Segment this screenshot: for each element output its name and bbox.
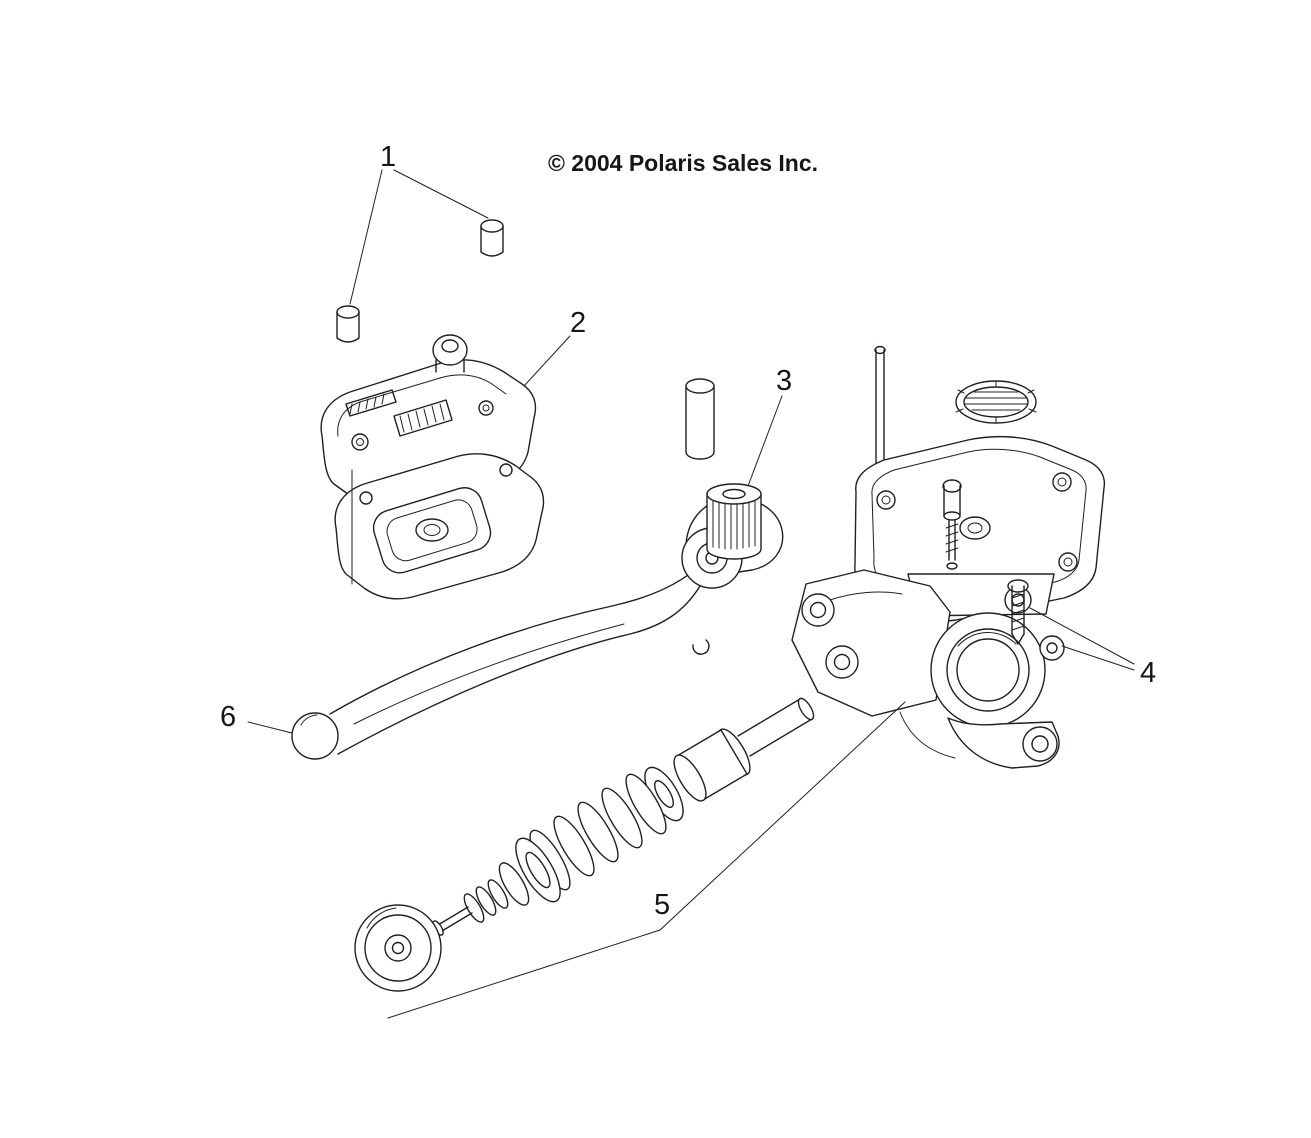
- callout-4-leader-b: [1061, 645, 1135, 671]
- bleed-needle-pin: [874, 345, 886, 471]
- callout-1-leader-a: [349, 169, 383, 305]
- callout-3-label: 3: [776, 365, 792, 397]
- mount-screw: [1007, 579, 1029, 645]
- copyright-text: © 2004 Polaris Sales Inc.: [548, 150, 818, 176]
- lever-bushing: [706, 483, 762, 560]
- pivot-dowel-pin: [685, 378, 715, 460]
- callout-2-label: 2: [570, 307, 586, 339]
- cover-label-patch: [345, 389, 397, 417]
- reservoir-cap: [955, 380, 1037, 424]
- callout-3-leader: [747, 395, 783, 487]
- callout-6-label: 6: [220, 701, 236, 733]
- callout-1-leader-b: [393, 169, 489, 219]
- piston-assembly: [354, 697, 815, 992]
- callout-2-leader: [523, 335, 571, 387]
- callout-4-leader-a: [1029, 607, 1135, 665]
- master-cylinder-body: [791, 569, 1065, 769]
- cover-nipple: [432, 334, 468, 366]
- cover-screws: [336, 219, 504, 343]
- valve-stem: [942, 479, 962, 570]
- c-clip: [692, 639, 710, 655]
- callout-1-label: 1: [380, 141, 396, 173]
- callout-6-leader: [247, 721, 293, 734]
- lever-ball: [291, 712, 339, 760]
- callout-5-leader: [387, 701, 906, 1019]
- callouts: 1 2 3 4 5 6: [220, 141, 1156, 1019]
- callout-4-label: 4: [1140, 657, 1156, 689]
- callout-5-label: 5: [654, 889, 670, 921]
- reservoir-diaphragm: [334, 453, 545, 600]
- cover-warning-patch: [393, 399, 453, 437]
